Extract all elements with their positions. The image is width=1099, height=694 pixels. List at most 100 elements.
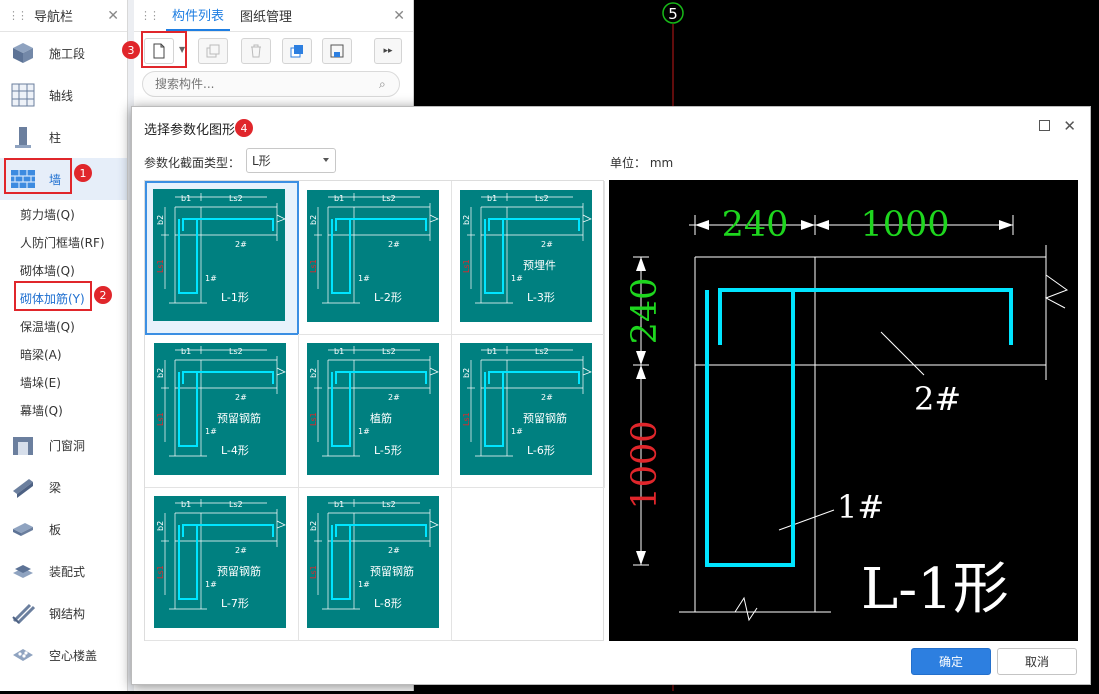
section-type-value: L形 [252, 154, 271, 168]
thumb-label-ls1: Ls1 [309, 412, 318, 426]
thumb-label-b2: b2 [309, 521, 318, 531]
thumb-shape-name: L-6形 [527, 444, 555, 457]
wall-sub-shear-wall[interactable]: 剪力墙(Q) [0, 200, 127, 228]
thumb-label-rebar1: 1# [205, 274, 217, 283]
thumb-note: 预留钢筋 [370, 564, 414, 578]
prefab-icon [9, 557, 37, 585]
sub-label: 保温墙(Q) [20, 319, 75, 334]
thumb-note: 预埋件 [523, 259, 556, 272]
wall-sub-curtain-wall[interactable]: 幕墙(Q) [0, 396, 127, 424]
sub-label: 砌体墙(Q) [20, 263, 75, 278]
close-icon[interactable]: ✕ [393, 8, 405, 24]
thumb-label-b1: b1 [181, 194, 191, 203]
section-type-select[interactable]: L形 [246, 148, 336, 173]
save-icon [330, 44, 344, 58]
sub-label: 剪力墙(Q) [20, 207, 75, 222]
nav-item-label: 门窗洞 [49, 438, 86, 453]
preview-shape-name: L-1形 [861, 557, 1009, 622]
rebar-2-label: 2# [914, 380, 961, 418]
nav-item-door-window[interactable]: 门窗洞 [0, 424, 127, 466]
hollow-floor-icon [9, 641, 37, 669]
expand-toolbar-button[interactable]: ▸▸ [374, 38, 402, 64]
new-component-button[interactable] [144, 38, 174, 64]
thumb-label-b2: b2 [309, 215, 318, 225]
wall-sub-wall-pier[interactable]: 墙垛(E) [0, 368, 127, 396]
nav-item-slab[interactable]: 板 [0, 508, 127, 550]
search-input[interactable] [142, 71, 400, 97]
nav-item-label: 梁 [49, 480, 62, 495]
copy-button[interactable] [198, 38, 228, 64]
nav-item-construction-section[interactable]: 施工段 [0, 32, 127, 74]
cancel-button[interactable]: 取消 [997, 648, 1077, 675]
thumb-label-rebar2: 2# [388, 546, 400, 555]
thumb-label-rebar1: 1# [205, 427, 217, 436]
wall-sub-masonry-wall[interactable]: 砌体墙(Q) [0, 256, 127, 284]
wall-sub-masonry-rebar[interactable]: 砌体加筋(Y) [0, 284, 127, 312]
thumb-label-rebar1: 1# [205, 580, 217, 589]
highlight-wall [4, 158, 72, 194]
chevron-down-icon[interactable]: ▼ [179, 45, 186, 54]
sub-label: 砌体加筋(Y) [20, 291, 85, 306]
double-chevron-right-icon: ▸▸ [383, 46, 393, 56]
thumb-label-b2: b2 [156, 521, 165, 531]
wall-sub-insulation-wall[interactable]: 保温墙(Q) [0, 312, 127, 340]
close-icon[interactable]: ✕ [1063, 117, 1076, 135]
trash-icon [251, 44, 261, 58]
ok-button[interactable]: 确定 [911, 648, 991, 675]
highlight-masonry-rebar [14, 281, 92, 311]
nav-item-column[interactable]: 柱 [0, 116, 127, 158]
wall-sub-hidden-beam[interactable]: 暗梁(A) [0, 340, 127, 368]
slab-icon [9, 515, 37, 543]
thumb-label-rebar1: 1# [358, 427, 370, 436]
thumb-label-b2: b2 [462, 368, 471, 378]
nav-item-prefab[interactable]: 装配式 [0, 550, 127, 592]
wall-sub-civil-defense-door-wall[interactable]: 人防门框墙(RF) [0, 228, 127, 256]
tab-drawing-management[interactable]: 图纸管理 [240, 10, 293, 25]
navigation-panel: ⋮⋮ 导航栏 ✕ 施工段 轴线 柱 墙 剪力墙(Q) 人防门框墙(RF) 砌体墙… [0, 0, 128, 691]
nav-item-beam[interactable]: 梁 [0, 466, 127, 508]
thumb-label-ls2: Ls2 [382, 194, 396, 203]
maximize-icon[interactable] [1039, 117, 1050, 135]
nav-item-label: 墙 [49, 172, 62, 187]
drag-grip-icon[interactable]: ⋮⋮ [8, 9, 28, 22]
thumb-label-ls1: Ls1 [309, 565, 318, 579]
steel-structure-icon [9, 599, 37, 627]
thumb-label-ls1: Ls1 [462, 412, 471, 426]
save-attribute-button[interactable] [322, 38, 352, 64]
nav-item-hollow-floor[interactable]: 空心楼盖 [0, 634, 127, 676]
thumb-label-b2: b2 [462, 215, 471, 225]
search-icon[interactable]: ⌕ [379, 77, 386, 91]
nav-item-label: 施工段 [49, 46, 86, 61]
thumb-label-ls1: Ls1 [462, 259, 471, 273]
nav-item-label: 板 [49, 522, 62, 537]
delete-button[interactable] [241, 38, 271, 64]
nav-item-steel-structure[interactable]: 钢结构 [0, 592, 127, 634]
construction-section-icon [9, 39, 37, 67]
layer-copy-button[interactable] [282, 38, 312, 64]
thumb-label-ls1: Ls1 [156, 565, 165, 579]
thumb-label-rebar1: 1# [511, 427, 523, 436]
drag-grip-icon[interactable]: ⋮⋮ [140, 9, 160, 22]
thumb-label-b1: b1 [181, 347, 191, 356]
dim-ls1: 1000 [625, 420, 665, 509]
tab-component-list[interactable]: 构件列表 [166, 0, 231, 31]
thumb-shape-name: L-7形 [221, 597, 249, 610]
column-icon [9, 123, 37, 151]
nav-item-axis[interactable]: 轴线 [0, 74, 127, 116]
close-icon[interactable]: ✕ [107, 8, 119, 24]
sub-label: 暗梁(A) [20, 347, 62, 362]
thumb-label-rebar1: 1# [358, 580, 370, 589]
